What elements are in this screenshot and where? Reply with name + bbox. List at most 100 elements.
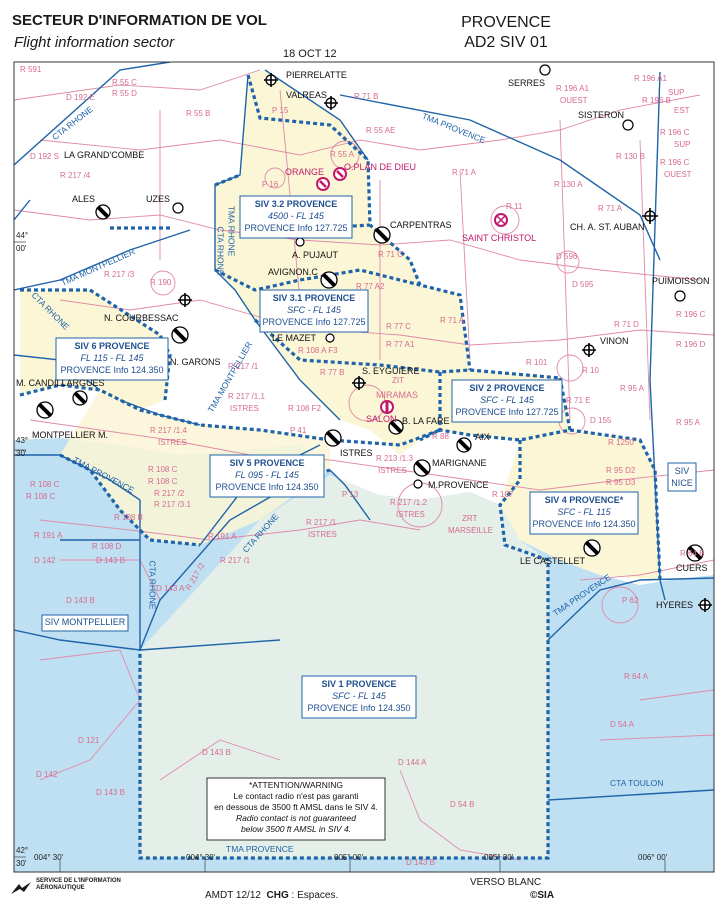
area-r88: R 88 <box>432 432 449 441</box>
siv-6-label: SIV 6 PROVENCE FL 115 - FL 145 PROVENCE … <box>56 340 168 376</box>
place-pierrelatte: PIERRELATTE <box>286 70 347 80</box>
area-r591: R 591 <box>20 65 42 74</box>
area-d155: D 155 <box>590 416 612 425</box>
sia-logo: SERVICE DE L'INFORMATION AÉRONAUTIQUE <box>10 878 130 908</box>
place-avignon: AVIGNON.C <box>268 267 318 277</box>
footer-chg-text: : Espaces. <box>291 890 339 901</box>
area-r191a: R 191 A <box>208 532 237 541</box>
siv-4-name: SIV 4 PROVENCE* <box>544 495 624 505</box>
siv-1-limits: SFC - FL 145 <box>332 691 386 701</box>
airport-icon-st-auban <box>642 208 658 224</box>
area-r2171: R 217 /1 <box>228 362 259 371</box>
area-r108c-3: R 108 C <box>30 480 60 489</box>
airport-icon-carpentras <box>373 226 391 244</box>
siv-4-info: PROVENCE Info 124.350 <box>532 519 636 529</box>
area-d192s: D 192 S <box>30 152 59 161</box>
footer-amendment: AMDT 12/12 CHG : Espaces. <box>205 890 338 901</box>
area-r55d: R 55 D <box>112 89 137 98</box>
area-r64b: R 64 B <box>680 549 705 558</box>
airport-icon-aix <box>456 437 472 453</box>
area-d192e: D 192 E <box>66 93 95 102</box>
area-r2174b: R 217 /1.4 <box>150 426 187 435</box>
chart-title-fr: SECTEUR D'INFORMATION DE VOL <box>12 12 267 29</box>
sia-logo-text: SERVICE DE L'INFORMATION AÉRONAUTIQUE <box>36 878 121 891</box>
label-tma-provence-s: TMA PROVENCE <box>226 844 294 854</box>
area-r2172b: R 217 /1.2 <box>390 498 427 507</box>
lon-004: 004° 30' <box>34 853 64 862</box>
area-p13: P 13 <box>342 490 359 499</box>
area-r77a1: R 77 A1 <box>386 340 415 349</box>
area-r2132: R 213 /1.3 <box>376 454 413 463</box>
lat-43-min: 30' <box>16 449 27 458</box>
warning-fr-2: en dessous de 3500 ft AMSL dans le SIV 4… <box>214 802 378 812</box>
airport-icon-le-castellet <box>583 539 601 557</box>
warning-box: *ATTENTION/WARNING Le contact radio n'es… <box>207 780 385 835</box>
area-zrt: ZRT <box>462 514 478 523</box>
place-la-fare: B. LA FARE <box>402 416 450 426</box>
airfield-icon-puimoisson <box>674 290 686 302</box>
place-puimoisson: PUIMOISSON <box>652 276 710 286</box>
place-salon: SALON <box>366 414 397 424</box>
siv-31-label: SIV 3.1 PROVENCE SFC - FL 145 PROVENCE I… <box>260 292 368 328</box>
area-istres-area-2: ISTRES <box>158 438 187 447</box>
area-ouest-2: OUEST <box>664 170 692 179</box>
area-r71e: R 71 E <box>566 396 591 405</box>
place-cuers: CUERS <box>676 563 708 573</box>
area-r95d2: R 95 D2 <box>606 466 636 475</box>
area-r95a-2: R 95 A <box>676 418 701 427</box>
airfield-icon-uzes <box>172 202 184 214</box>
siv-2-label: SIV 2 PROVENCE SFC - FL 145 PROVENCE Inf… <box>452 382 562 418</box>
siv-32-info: PROVENCE Info 127.725 <box>244 223 348 233</box>
area-r10: R 10 <box>582 366 599 375</box>
area-r95d3: R 95 D3 <box>606 478 636 487</box>
area-r108f2: R 108 F2 <box>288 404 321 413</box>
airport-symbols <box>36 64 712 612</box>
area-r196a1-w: R 196 A1 <box>556 84 589 93</box>
footer-chg-label: CHG <box>266 890 289 901</box>
place-eyguiere: S. EYGUIERE <box>362 366 420 376</box>
siv1-area <box>140 475 548 858</box>
place-uzes: UZES <box>146 194 171 204</box>
siv-label-boxes <box>41 195 697 841</box>
area-zrt-marseille: MARSEILLE <box>448 526 493 535</box>
airport-icon-ales <box>95 204 111 220</box>
area-r108af3: R 108 A F3 <box>298 346 338 355</box>
area-d595: D 595 <box>572 280 594 289</box>
place-marignane: MARIGNANE <box>432 458 487 468</box>
area-r108b: R 108 B <box>114 513 143 522</box>
place-ales: ALES <box>72 194 96 204</box>
warning-en-2: below 3500 ft AMSL in SIV 4. <box>240 824 352 834</box>
area-r130a: R 130 A <box>554 180 583 189</box>
place-serres: SERRES <box>508 78 546 88</box>
lat-43: 43° <box>16 436 29 445</box>
area-r77c: R 77 C <box>386 322 411 331</box>
chart-date: 18 OCT 12 <box>283 48 337 60</box>
special-sites <box>316 167 508 414</box>
area-p16: P 16 <box>262 180 279 189</box>
map-body <box>14 62 714 872</box>
place-saint-christol: SAINT CHRISTOL <box>462 233 537 243</box>
airport-icon-avignon <box>320 271 338 289</box>
place-m-provence: M.PROVENCE <box>428 480 489 490</box>
siv-6-limits: FL 115 - FL 145 <box>80 353 144 363</box>
area-r77a2: R 77 A2 <box>356 282 385 291</box>
siv-32-limits: 4500 - FL 145 <box>268 211 324 221</box>
warning-fr-1: Le contact radio n'est pas garanti <box>233 791 359 801</box>
area-r55b: R 55 B <box>186 109 211 118</box>
siv-2-name: SIV 2 PROVENCE <box>469 383 545 393</box>
area-r108c-1: R 108 C <box>148 465 178 474</box>
place-montpellier: MONTPELLIER M. <box>32 430 109 440</box>
siv-nice-line1: SIV <box>674 466 690 476</box>
area-r196c-2: R 196 C <box>660 158 690 167</box>
place-aix: AIX <box>475 432 490 442</box>
graticule <box>14 241 666 872</box>
area-r64a: R 64 A <box>624 672 649 681</box>
place-pujaut: A. PUJAUT <box>292 250 339 260</box>
lat-44: 44° <box>16 231 29 240</box>
area-r101: R 101 <box>526 358 548 367</box>
siv-2-info: PROVENCE Info 127.725 <box>455 407 559 417</box>
area-d143a: D 143 A <box>156 584 185 593</box>
